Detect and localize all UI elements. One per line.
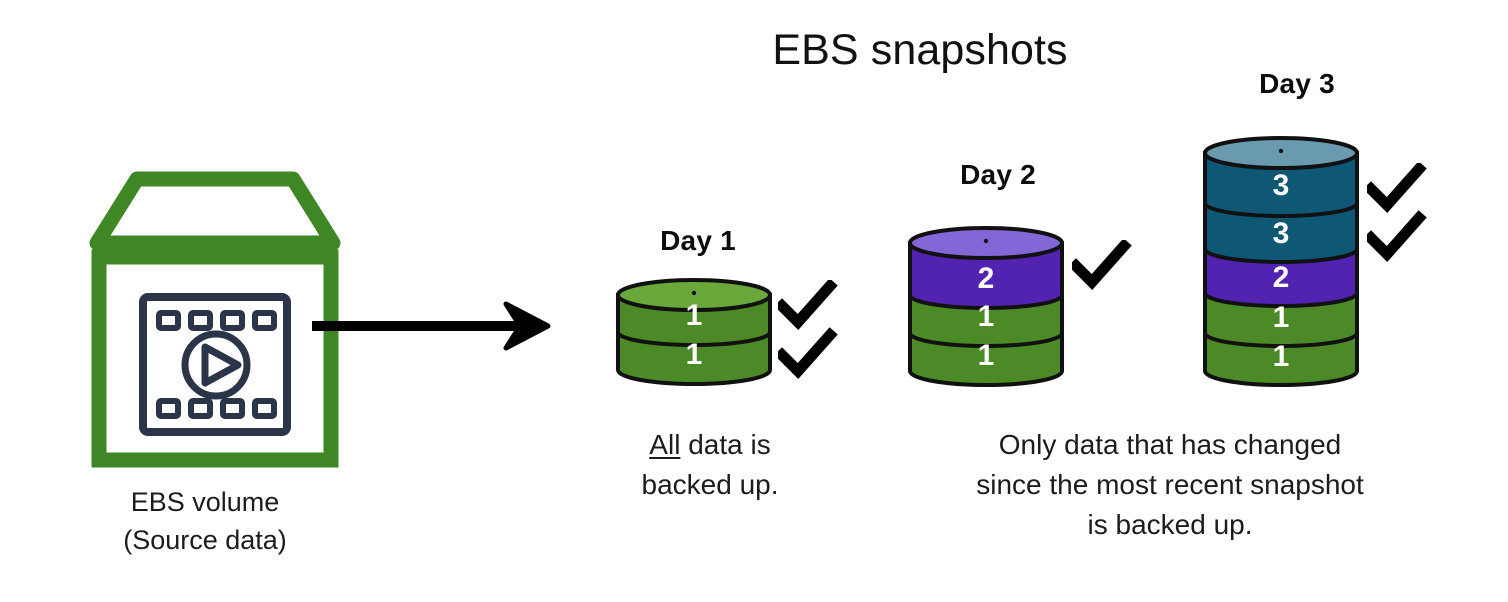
flow-arrow-right: [312, 301, 551, 351]
caption-rest: data is backed up.: [641, 429, 779, 500]
cylinder-day2: 2 1 1: [908, 226, 1064, 387]
caption-incremental-backup: Only data that has changed since the mos…: [976, 429, 1364, 540]
snapshot-column-day1: Day 1 1 1: [600, 225, 840, 405]
segment-value: 1: [1273, 301, 1290, 334]
ebs-volume-caption: EBS volume (Source data): [123, 487, 287, 556]
segment-value: 3: [1273, 169, 1290, 202]
segment-value: 1: [978, 300, 995, 333]
cylinder-day1: 1 1: [616, 278, 772, 386]
segment-value: 1: [1273, 340, 1290, 373]
check-icon: [778, 280, 838, 331]
page-title: EBS snapshots: [772, 26, 1068, 74]
segment-value: 1: [686, 338, 703, 371]
check-icon: [1367, 210, 1427, 263]
checkmarks-day2: [1072, 240, 1132, 291]
segment-value: 3: [1273, 217, 1290, 250]
segment-value: 2: [1273, 261, 1290, 294]
segment-value: 1: [686, 299, 703, 332]
segment-value: 1: [978, 339, 995, 372]
checkmarks-day1: [778, 280, 838, 380]
snapshot-column-day2: Day 2 2 1 1: [890, 155, 1150, 405]
check-icon: [1072, 240, 1132, 291]
checkmarks-day3: [1367, 163, 1427, 263]
snapshot-column-day3: Day 3 3 3 2 1 1: [1185, 68, 1465, 408]
cylinder-day3: 3 3 2 1 1: [1203, 136, 1359, 387]
ebs-volume-group: [85, 165, 345, 475]
day-label-day1: Day 1: [660, 225, 736, 256]
day-label-day2: Day 2: [960, 159, 1036, 190]
caption-emphasis: All: [649, 429, 681, 460]
segment-value: 2: [978, 262, 995, 295]
day-label-day3: Day 3: [1259, 68, 1335, 99]
check-icon: [778, 327, 838, 380]
check-icon: [1367, 163, 1427, 214]
caption-full-backup: All data is backed up.: [585, 425, 835, 505]
ebs-volume-icon: [89, 171, 341, 468]
